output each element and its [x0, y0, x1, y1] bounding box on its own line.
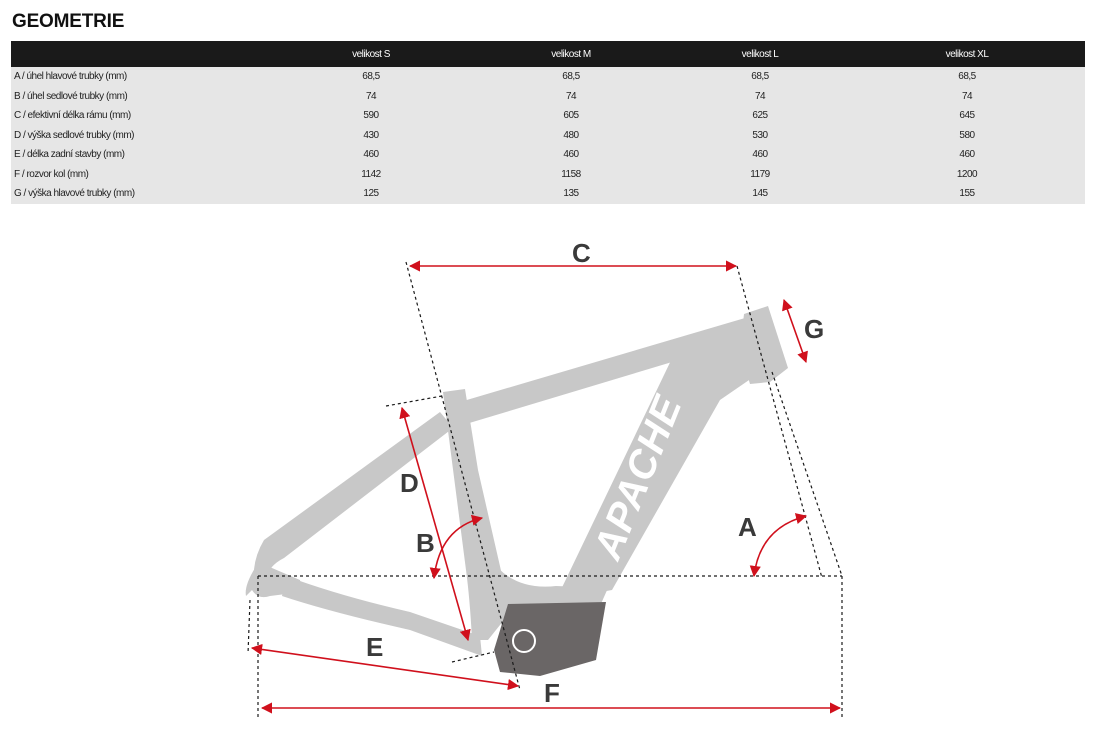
table-cell: 74 — [271, 86, 471, 106]
table-cell: 135 — [471, 184, 671, 204]
table-cell: 625 — [671, 106, 849, 126]
dimension-arrows — [250, 260, 842, 714]
row-label: B / úhel sedlové trubky (mm) — [11, 86, 271, 106]
table-row: F / rozvor kol (mm) 1142 1158 1179 1200 — [11, 164, 1085, 184]
label-e: E — [366, 632, 383, 662]
guide-seat-top — [385, 395, 443, 407]
label-f: F — [544, 678, 560, 708]
dimension-a-arc — [749, 513, 808, 578]
guide-bb-bottom — [451, 651, 495, 663]
table-row: D / výška sedlové trubky (mm) 430 480 53… — [11, 125, 1085, 145]
row-label: A / úhel hlavové trubky (mm) — [11, 67, 271, 87]
table-cell: 68,5 — [671, 67, 849, 87]
table-cell: 68,5 — [271, 67, 471, 87]
table-cell: 155 — [849, 184, 1085, 204]
guide-head-axis-right — [771, 371, 843, 577]
table-header-row: velikost S velikost M velikost L velikos… — [11, 41, 1085, 67]
head-tube — [740, 306, 788, 384]
bottom-bracket-area — [498, 568, 608, 608]
table-cell: 530 — [671, 125, 849, 145]
geometry-table: velikost S velikost M velikost L velikos… — [11, 41, 1085, 204]
guide-rear-wheel-edge — [247, 599, 251, 655]
table-cell: 645 — [849, 106, 1085, 126]
page-title: GEOMETRIE — [12, 11, 125, 32]
row-label: F / rozvor kol (mm) — [11, 164, 271, 184]
table-cell: 460 — [671, 145, 849, 165]
table-row: E / délka zadní stavby (mm) 460 460 460 … — [11, 145, 1085, 165]
table-cell: 1142 — [271, 164, 471, 184]
table-cell: 145 — [671, 184, 849, 204]
table-cell: 74 — [849, 86, 1085, 106]
table-cell: 68,5 — [849, 67, 1085, 87]
table-cell: 125 — [271, 184, 471, 204]
table-cell: 74 — [671, 86, 849, 106]
table-header-size-m: velikost M — [471, 41, 671, 67]
dimension-g-arrow — [782, 298, 808, 364]
label-b: B — [416, 528, 435, 558]
motor-housing — [494, 602, 606, 676]
bottom-bracket-circle — [512, 629, 536, 653]
dimension-b-arc — [429, 514, 484, 580]
table-cell: 68,5 — [471, 67, 671, 87]
row-label: C / efektivní délka rámu (mm) — [11, 106, 271, 126]
row-label: E / délka zadní stavby (mm) — [11, 145, 271, 165]
table-cell: 605 — [471, 106, 671, 126]
row-label: G / výška hlavové trubky (mm) — [11, 184, 271, 204]
table-header-size-l: velikost L — [671, 41, 849, 67]
table-header-size-s: velikost S — [271, 41, 471, 67]
table-header-size-xl: velikost XL — [849, 41, 1085, 67]
table-cell: 590 — [271, 106, 471, 126]
row-label: D / výška sedlové trubky (mm) — [11, 125, 271, 145]
table-cell: 1158 — [471, 164, 671, 184]
table-cell: 460 — [271, 145, 471, 165]
table-row: B / úhel sedlové trubky (mm) 74 74 74 74 — [11, 86, 1085, 106]
label-d: D — [400, 468, 419, 498]
table-cell: 480 — [471, 125, 671, 145]
table-row: G / výška hlavové trubky (mm) 125 135 14… — [11, 184, 1085, 204]
table-row: C / efektivní délka rámu (mm) 590 605 62… — [11, 106, 1085, 126]
table-header-label — [11, 41, 271, 67]
table-cell: 430 — [271, 125, 471, 145]
dimension-e-arrow — [250, 643, 520, 691]
label-g: G — [804, 314, 824, 344]
down-tube — [556, 326, 752, 600]
top-tube — [460, 318, 752, 424]
label-a: A — [738, 512, 757, 542]
table-cell: 460 — [849, 145, 1085, 165]
table-cell: 1200 — [849, 164, 1085, 184]
table-cell: 580 — [849, 125, 1085, 145]
table-cell: 1179 — [671, 164, 849, 184]
table-cell: 460 — [471, 145, 671, 165]
table-row: A / úhel hlavové trubky (mm) 68,5 68,5 6… — [11, 67, 1085, 87]
table-cell: 74 — [471, 86, 671, 106]
bike-frame: APACHE — [245, 306, 788, 676]
label-c: C — [572, 238, 591, 268]
guide-seat-axis — [405, 261, 521, 691]
